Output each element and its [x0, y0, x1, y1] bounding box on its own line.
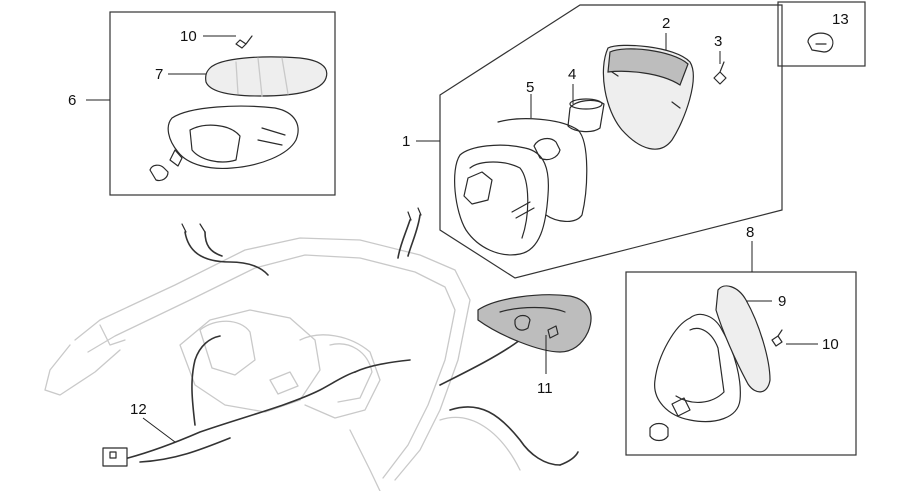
- harness-connector: [102, 447, 128, 467]
- callout-10-top: 10: [180, 28, 197, 45]
- callout-12: 12: [130, 401, 147, 418]
- wiring-harness: [102, 207, 579, 467]
- indicator-lens-right: [715, 285, 771, 393]
- ring-top-edge: [569, 98, 603, 110]
- plate-light-bulb: [514, 314, 531, 331]
- housing-right-inner: [675, 327, 725, 403]
- callout-1: 1: [402, 133, 410, 150]
- tail-light-housing: [454, 144, 549, 256]
- callout-7: 7: [155, 66, 163, 83]
- housing-rim: [469, 161, 529, 239]
- right-indicator-group: [649, 285, 783, 442]
- callout-13: 13: [832, 11, 849, 28]
- plate-light-group: [477, 294, 592, 353]
- plate-light-stud: [547, 325, 559, 339]
- left-indicator-group: [149, 35, 328, 182]
- bulb-left: [149, 164, 169, 182]
- assembly-frame-1: [439, 4, 783, 279]
- callout-6: 6: [68, 92, 76, 109]
- tail-bulb: [533, 137, 561, 161]
- leader-lines: [86, 33, 818, 443]
- lens-studs: [611, 71, 681, 109]
- lens-reflector-band: [607, 48, 689, 86]
- callout-4: 4: [568, 66, 576, 83]
- bulb-right: [649, 422, 669, 442]
- bulb-socket-main: [463, 171, 493, 205]
- wire-terminals-right: [407, 207, 422, 221]
- screw-10-right: [771, 329, 783, 347]
- bulb-socket-left: [169, 149, 183, 167]
- clamp-13: [807, 32, 834, 53]
- callout-11: 11: [537, 380, 553, 397]
- screw-3: [713, 61, 727, 85]
- lens-ribs: [235, 57, 289, 97]
- assembly-box-8: [625, 271, 857, 456]
- wire-terminals-left: [181, 223, 206, 233]
- callout-2: 2: [662, 15, 670, 32]
- screw-10-top: [235, 35, 253, 49]
- callout-10-right: 10: [822, 336, 839, 353]
- rear-body-frame-outline: [44, 237, 521, 491]
- housing-slots: [257, 127, 286, 146]
- indicator-lens-left: [205, 56, 328, 97]
- socket-ring: [567, 99, 605, 133]
- assembly-box-13: [777, 1, 866, 67]
- callout-9: 9: [778, 293, 786, 310]
- callout-3: 3: [714, 33, 722, 50]
- plate-light-lens: [477, 294, 592, 353]
- bulb-socket-right: [671, 397, 691, 417]
- callout-8: 8: [746, 224, 754, 241]
- tail-light-gasket: [497, 118, 588, 222]
- callout-numbers: 1 2 3 4 5 6 7 8 9 10 10 11 12 13: [68, 11, 849, 418]
- assembly-box-6: [109, 11, 336, 196]
- housing-studs: [511, 201, 535, 219]
- plate-light-rim: [499, 306, 566, 313]
- indicator-housing-left: [167, 105, 299, 170]
- tail-light-group: [454, 44, 727, 256]
- indicator-housing-right: [654, 313, 741, 423]
- housing-inner: [189, 124, 241, 163]
- callout-5: 5: [526, 79, 534, 96]
- connector-pin: [109, 451, 117, 459]
